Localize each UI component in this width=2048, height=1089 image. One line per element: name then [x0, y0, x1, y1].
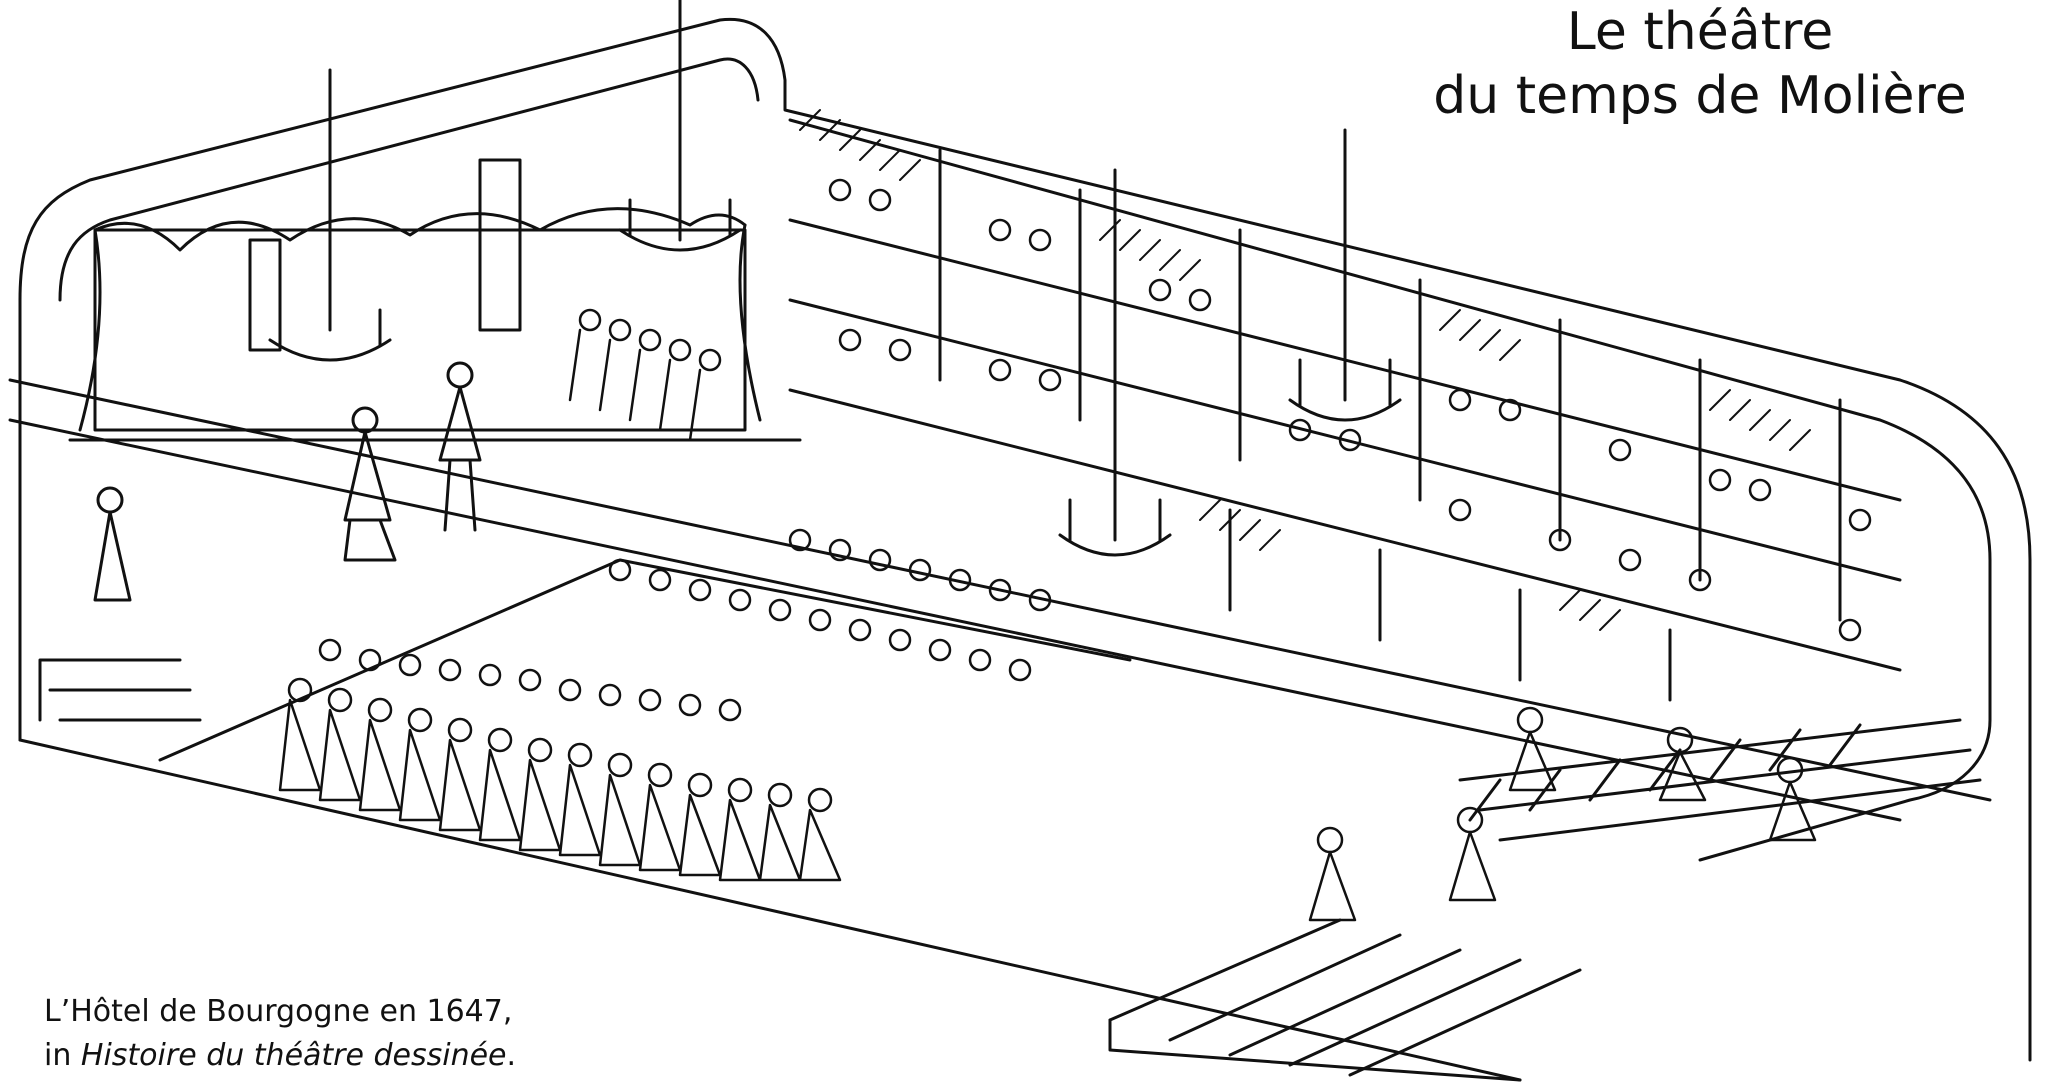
loge-dividers [938, 148, 1842, 622]
caption-line-1: L’Hôtel de Bourgogne en 1647, [44, 994, 513, 1029]
loge-hatching [799, 109, 1811, 631]
stage-curtain-right [738, 223, 762, 422]
loges-lower-rail [788, 388, 1902, 672]
chandelier-3 [1058, 168, 1172, 557]
title-line-1: Le théâtre [1566, 2, 1834, 62]
stage-pillar-2 [248, 238, 282, 352]
illustration-caption: L’Hôtel de Bourgogne en 1647, in Histoir… [44, 990, 744, 1078]
chandelier-4 [1288, 128, 1402, 422]
caption-prefix: in [44, 1038, 81, 1073]
caption-suffix: . [506, 1038, 517, 1073]
inner-wall-outline [58, 57, 760, 302]
gallery-posts [1228, 508, 1672, 702]
chandelier-1 [268, 68, 392, 362]
title-line-2: du temps de Molière [1433, 66, 1967, 126]
chandelier-2 [618, 0, 742, 252]
caption-book-title: Histoire du théâtre dessinée [80, 1038, 507, 1073]
floor-bottom-line [18, 738, 1522, 1082]
stage-curtain-left [78, 228, 102, 432]
stage-seated-figures [568, 308, 722, 442]
stage-pillar [478, 158, 522, 332]
illustration-title: Le théâtre du temps de Molière [1380, 0, 2020, 128]
step-spectators [1308, 706, 1817, 922]
floor-line-lower [8, 418, 1902, 822]
caption-line-2: in Histoire du théâtre dessinée. [44, 1034, 744, 1078]
loge-spectators [828, 178, 1872, 642]
balcony-curve [788, 118, 1992, 862]
outer-wall-outline [18, 17, 2032, 1062]
stage-curtain-top [93, 207, 747, 252]
floor-line-upper [8, 378, 1992, 802]
pit-divider [158, 558, 1132, 762]
stage-actors [93, 361, 482, 602]
loges-upper-rail [788, 218, 1902, 502]
parterre-crowd [278, 528, 1052, 882]
stage-stairs [38, 658, 202, 722]
amphitheatre-steps [1108, 718, 1982, 1082]
loges-middle-rail [788, 298, 1902, 582]
